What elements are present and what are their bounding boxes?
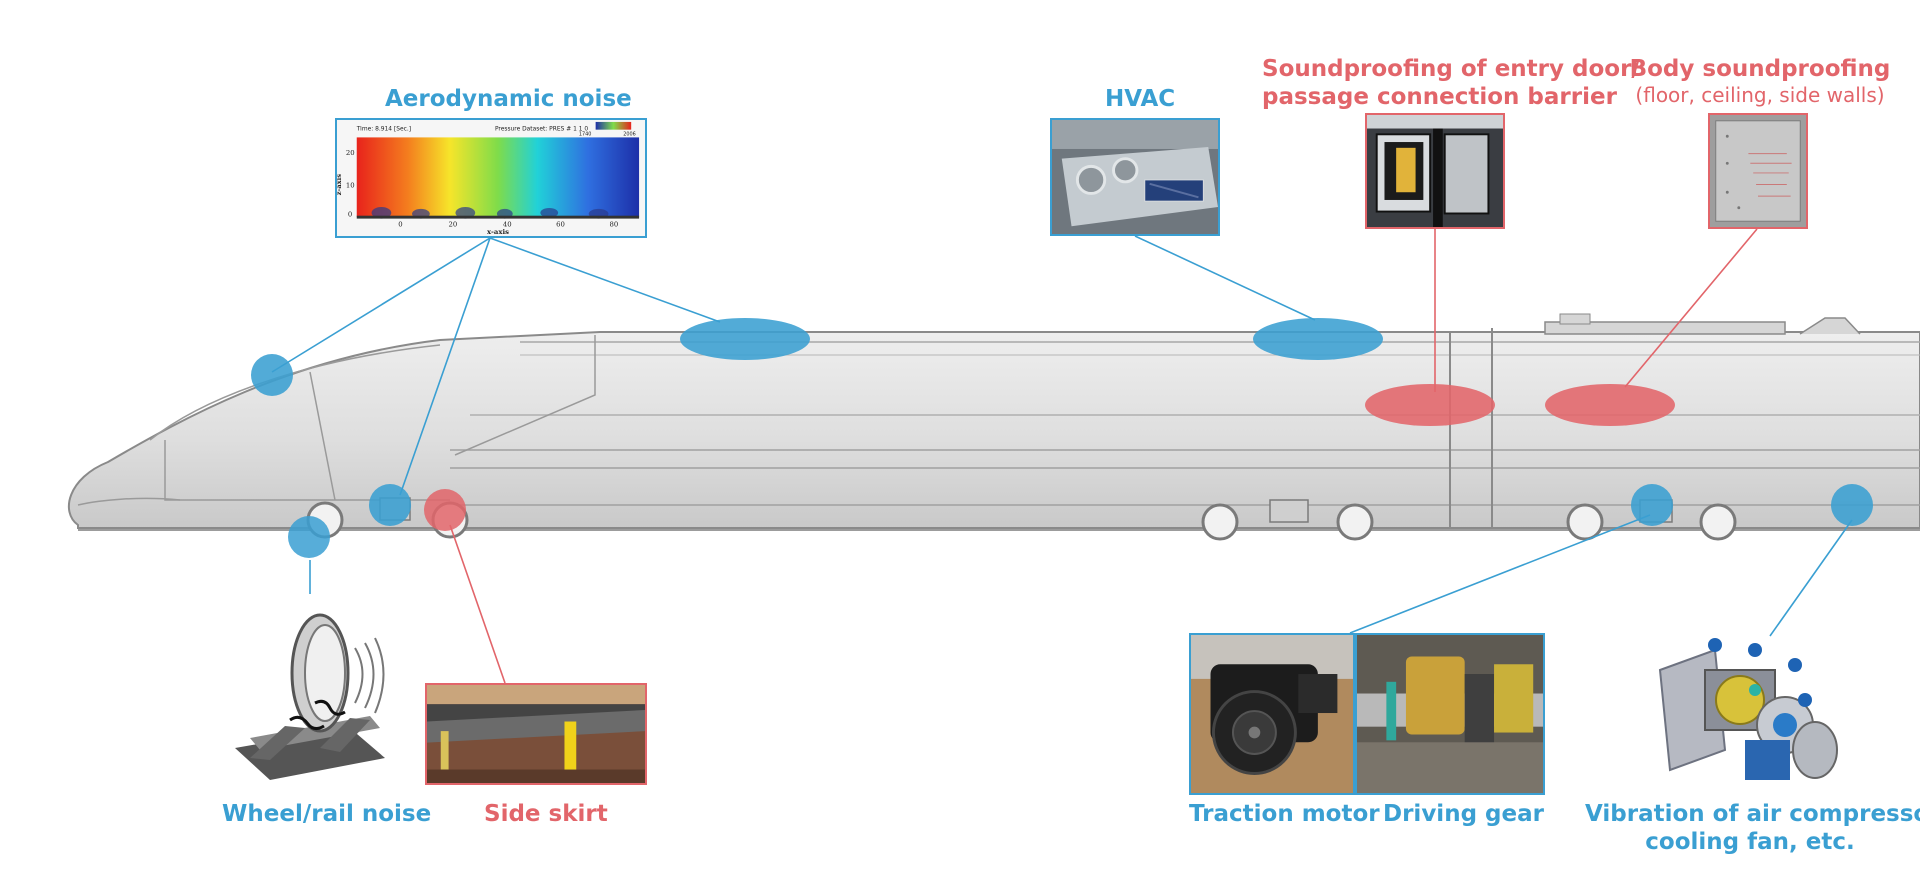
train-body <box>67 313 1920 531</box>
svg-text:60: 60 <box>556 220 565 228</box>
aero-plot-dataset: Pressure Dataset: PRES # 1 1 0 <box>495 127 588 133</box>
aero-plot-y-label: z-axis <box>337 174 343 196</box>
compressor-vibration-label: Vibration of air compressor, cooling fan… <box>1585 801 1920 855</box>
entry-door-photo <box>1365 113 1505 229</box>
svg-text:20: 20 <box>449 220 458 228</box>
door-marker <box>1365 384 1495 426</box>
wheel-rail-icon <box>230 608 390 788</box>
bogies <box>306 501 1737 541</box>
aero-plot-time: Time: 8.914 [Sec.] <box>356 127 411 133</box>
body-panel-photo <box>1708 113 1808 229</box>
compressor-marker <box>1831 484 1873 526</box>
body-soundproofing-label: Body soundproofing (floor, ceiling, side… <box>1629 56 1891 107</box>
door-soundproofing-label: Soundproofing of entry door/ passage con… <box>1262 56 1640 110</box>
wheel-rail-noise-label: Wheel/rail noise <box>222 801 432 827</box>
svg-text:20: 20 <box>346 149 355 157</box>
svg-text:10: 10 <box>346 182 355 190</box>
hvac-unit-photo <box>1050 118 1220 236</box>
connector-lines <box>271 228 1853 684</box>
hvac-label: HVAC <box>1105 86 1176 112</box>
svg-text:1740: 1740 <box>579 132 592 138</box>
aero-markers <box>251 318 810 526</box>
aero-plot-x-label: x-axis <box>487 228 509 236</box>
air-compressor-icon <box>1645 630 1845 795</box>
side-skirt-photo <box>425 683 647 785</box>
svg-text:40: 40 <box>503 220 512 228</box>
driving-gear-label: Driving gear <box>1383 801 1544 827</box>
aero-pressure-plot: Time: 8.914 [Sec.] Pressure Dataset: PRE… <box>335 118 647 238</box>
svg-text:0: 0 <box>398 220 402 228</box>
body-marker <box>1545 384 1675 426</box>
traction-marker <box>1631 484 1673 526</box>
driving-gear-photo <box>1355 633 1545 795</box>
wheel-rail-marker <box>288 516 330 558</box>
hvac-marker <box>1253 318 1383 360</box>
svg-text:0: 0 <box>348 211 352 219</box>
side-skirt-marker <box>424 489 466 531</box>
svg-text:80: 80 <box>609 220 618 228</box>
traction-motor-photo <box>1189 633 1355 795</box>
svg-text:2006: 2006 <box>623 132 636 138</box>
traction-motor-label: Traction motor <box>1189 801 1380 827</box>
side-skirt-label: Side skirt <box>484 801 608 827</box>
aerodynamic-noise-label: Aerodynamic noise <box>385 86 632 112</box>
